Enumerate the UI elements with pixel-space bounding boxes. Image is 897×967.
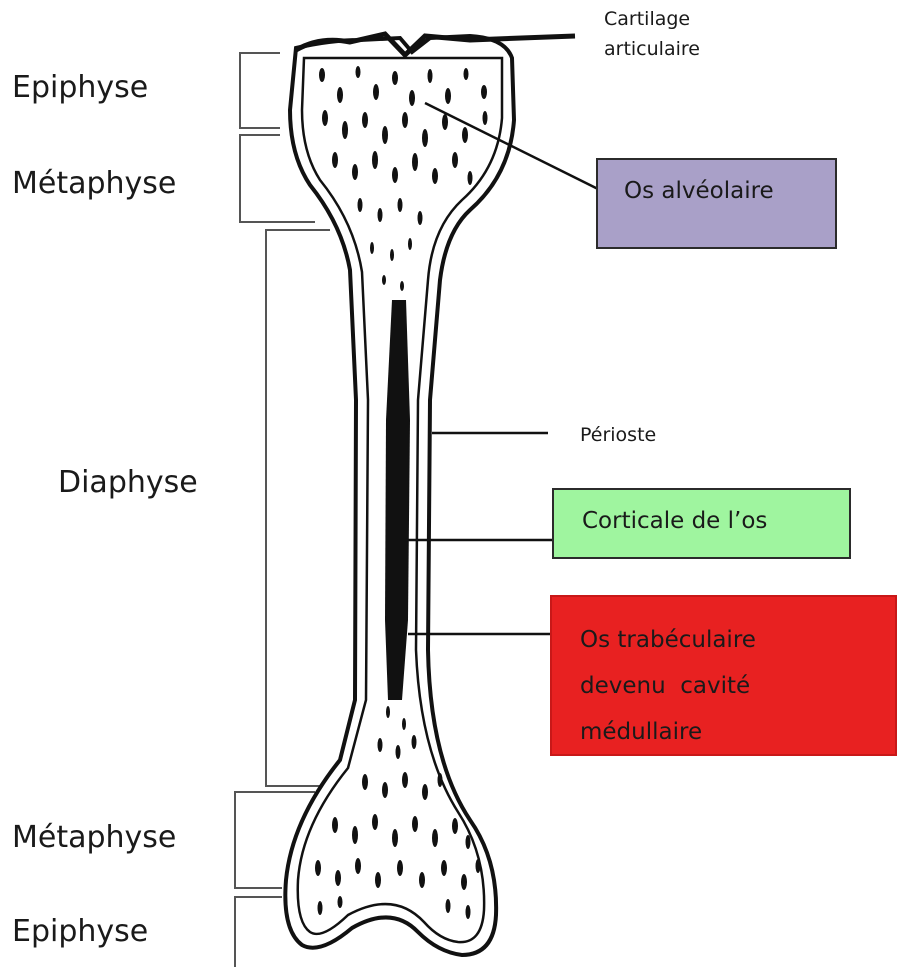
label-epiphyse-bottom: Epiphyse (12, 914, 148, 949)
box-trabeculaire: Os trabéculaire devenu cavité médullaire (550, 595, 897, 756)
label-cartilage-line2: articulaire (604, 34, 700, 64)
bracket-epiphyse-bottom (235, 897, 282, 967)
box-os-alveolaire-text: Os alvéolaire (624, 178, 774, 204)
box-trabeculaire-line1: Os trabéculaire (580, 617, 895, 663)
box-corticale: Corticale de l’os (552, 488, 851, 559)
box-trabeculaire-line3: médullaire (580, 709, 895, 755)
label-perioste: Périoste (580, 420, 656, 450)
label-metaphyse-bottom: Métaphyse (12, 820, 176, 855)
box-corticale-text: Corticale de l’os (582, 508, 767, 534)
bracket-epiphyse-top (240, 53, 280, 128)
label-cartilage-articulaire: Cartilage articulaire (604, 4, 700, 64)
box-os-alveolaire: Os alvéolaire (596, 158, 837, 249)
label-cartilage-line1: Cartilage (604, 4, 700, 34)
label-epiphyse-top: Epiphyse (12, 70, 148, 105)
label-metaphyse-top: Métaphyse (12, 166, 176, 201)
bracket-diaphyse (266, 230, 330, 786)
box-trabeculaire-line2: devenu cavité (580, 663, 895, 709)
label-diaphyse: Diaphyse (58, 465, 198, 500)
